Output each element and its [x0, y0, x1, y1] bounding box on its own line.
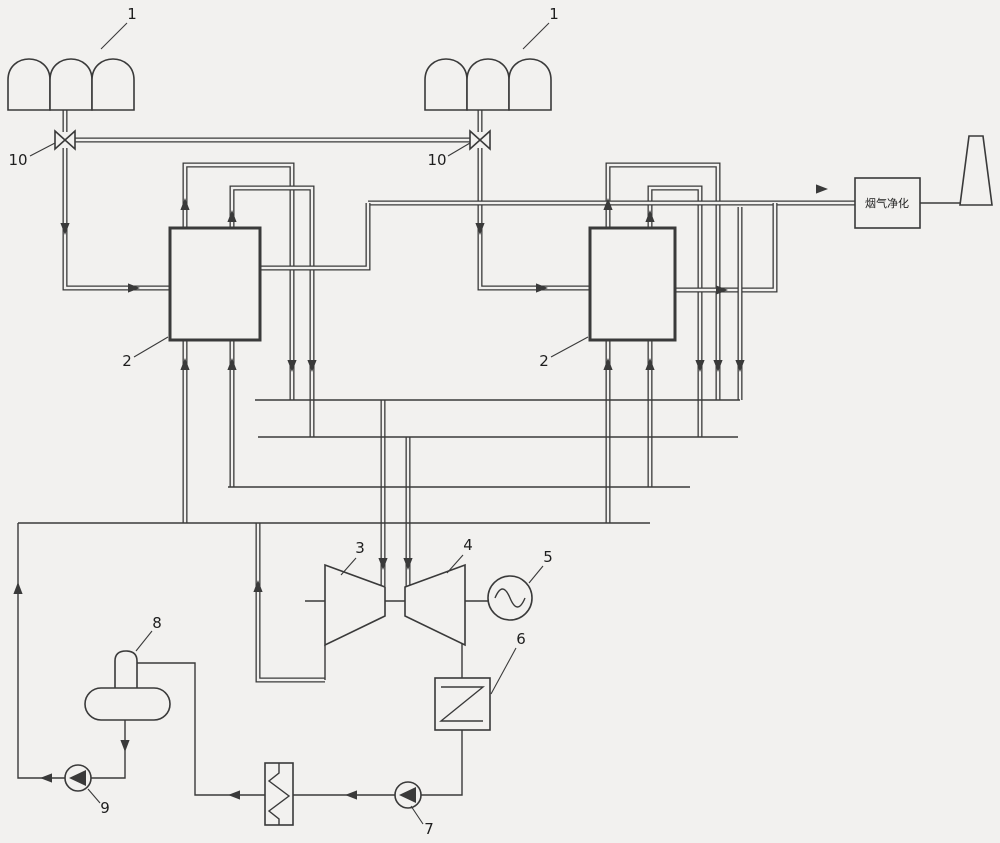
feed-pump [64, 764, 92, 792]
label-condensate-pump: 7 [424, 820, 434, 838]
flue-gas-purifier-label: 烟气净化 [865, 196, 909, 210]
shutoff-valve-left [54, 129, 76, 151]
label-valve-left: 10 [8, 151, 27, 169]
label-boiler-right: 2 [539, 352, 549, 370]
heat-exchanger [264, 762, 294, 826]
gas-tanks-left [7, 58, 135, 111]
lp-turbine [404, 563, 466, 647]
label-tank-left: 1 [127, 5, 137, 23]
gas-tanks-right [424, 58, 552, 111]
shutoff-valve-right [469, 129, 491, 151]
deaerator [84, 650, 171, 721]
label-tank-right: 1 [549, 5, 559, 23]
boiler-right [588, 226, 677, 342]
condensate-pump [394, 781, 422, 809]
label-feed-pump: 9 [100, 799, 110, 817]
label-valve-right: 10 [427, 151, 446, 169]
label-boiler-left: 2 [122, 352, 132, 370]
chimney [959, 135, 993, 206]
condenser [434, 677, 491, 731]
label-condenser: 6 [516, 630, 526, 648]
label-generator: 5 [543, 548, 553, 566]
label-turbine-hp: 3 [355, 539, 365, 557]
label-turbine-lp: 4 [463, 536, 473, 554]
boiler-left [168, 226, 262, 342]
label-deaerator: 8 [152, 614, 162, 632]
reference-labels: 1 1 10 10 2 2 3 4 5 6 7 8 9 [8, 5, 589, 838]
flue-gas-purifier-unit: 烟气净化 [854, 177, 921, 229]
generator [487, 575, 533, 621]
hp-turbine [324, 563, 386, 647]
